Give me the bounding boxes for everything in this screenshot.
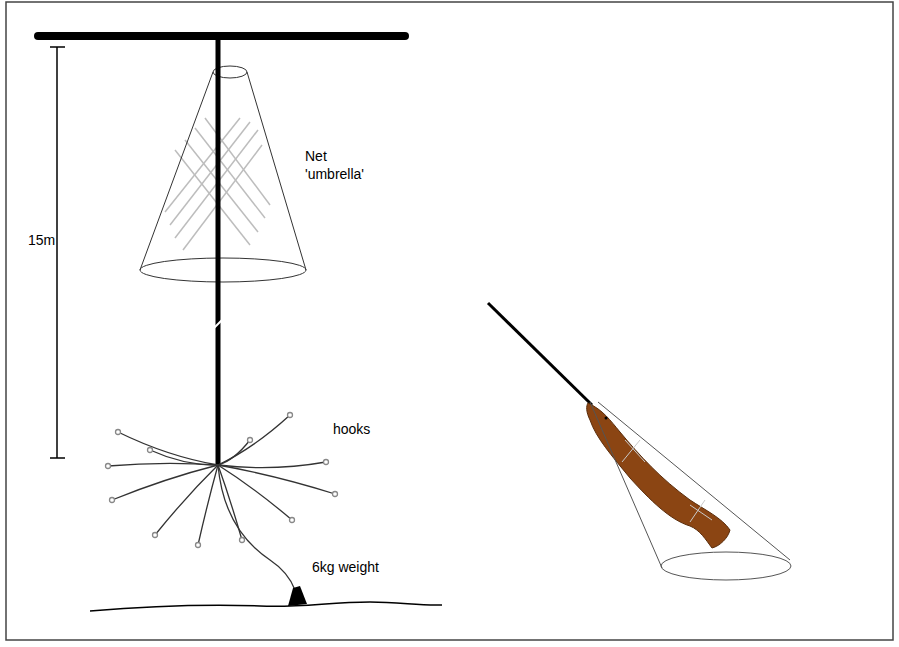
net-label: Net 'umbrella' — [305, 147, 383, 183]
net-side — [247, 72, 306, 270]
line-break-mark — [214, 320, 222, 328]
hook-lines — [106, 413, 338, 548]
dimension-line — [56, 47, 58, 458]
dimension-label: 15m — [28, 231, 68, 249]
net-mesh — [622, 440, 712, 522]
net-side — [590, 402, 662, 568]
weight — [288, 586, 307, 606]
seabed — [90, 602, 442, 611]
hooks-label: hooks — [333, 420, 393, 438]
weight-line — [218, 465, 295, 590]
frame — [6, 2, 893, 640]
dimension-tick — [50, 457, 65, 459]
weight-label: 6kg weight — [312, 558, 412, 576]
fish — [587, 403, 730, 548]
net-ring — [661, 552, 791, 580]
boat-bar — [38, 32, 405, 40]
net-bottom-ring — [140, 258, 306, 282]
net-side — [140, 72, 213, 270]
net-side — [598, 402, 790, 560]
rod-line — [488, 303, 592, 405]
main-line — [216, 36, 221, 465]
fish-eye — [605, 417, 608, 420]
dimension-tick — [50, 46, 65, 48]
